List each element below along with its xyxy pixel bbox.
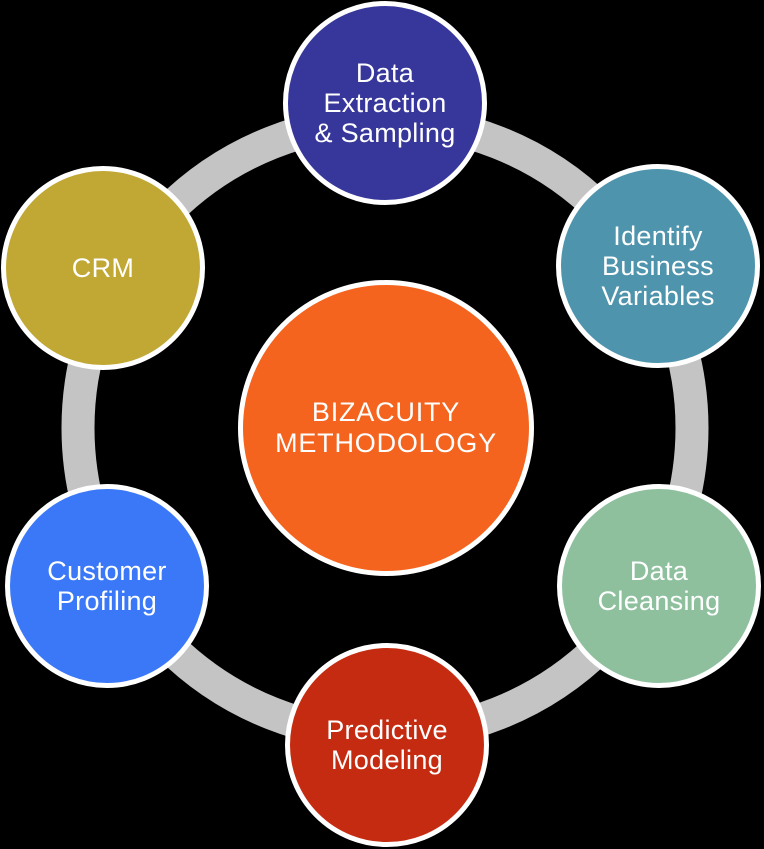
node-data-cleansing: Data Cleansing bbox=[557, 484, 761, 688]
node-customer-profiling: Customer Profiling bbox=[5, 484, 209, 688]
node-crm: CRM bbox=[1, 166, 205, 370]
node-data-extraction-sampling: Data Extraction & Sampling bbox=[283, 1, 487, 205]
node-label: CRM bbox=[71, 252, 135, 283]
node-label: Predictive Modeling bbox=[326, 714, 448, 775]
node-predictive-modeling: Predictive Modeling bbox=[285, 643, 489, 847]
node-label: Data Cleansing bbox=[597, 555, 721, 616]
node-label: Data Extraction & Sampling bbox=[314, 57, 456, 149]
node-label: Customer Profiling bbox=[47, 555, 167, 616]
node-identify-business-variables: Identify Business Variables bbox=[556, 164, 760, 368]
node-label: Identify Business Variables bbox=[601, 220, 715, 312]
center-hub: BIZACUITY METHODOLOGY bbox=[238, 280, 534, 576]
center-hub-label: BIZACUITY METHODOLOGY bbox=[275, 396, 497, 458]
